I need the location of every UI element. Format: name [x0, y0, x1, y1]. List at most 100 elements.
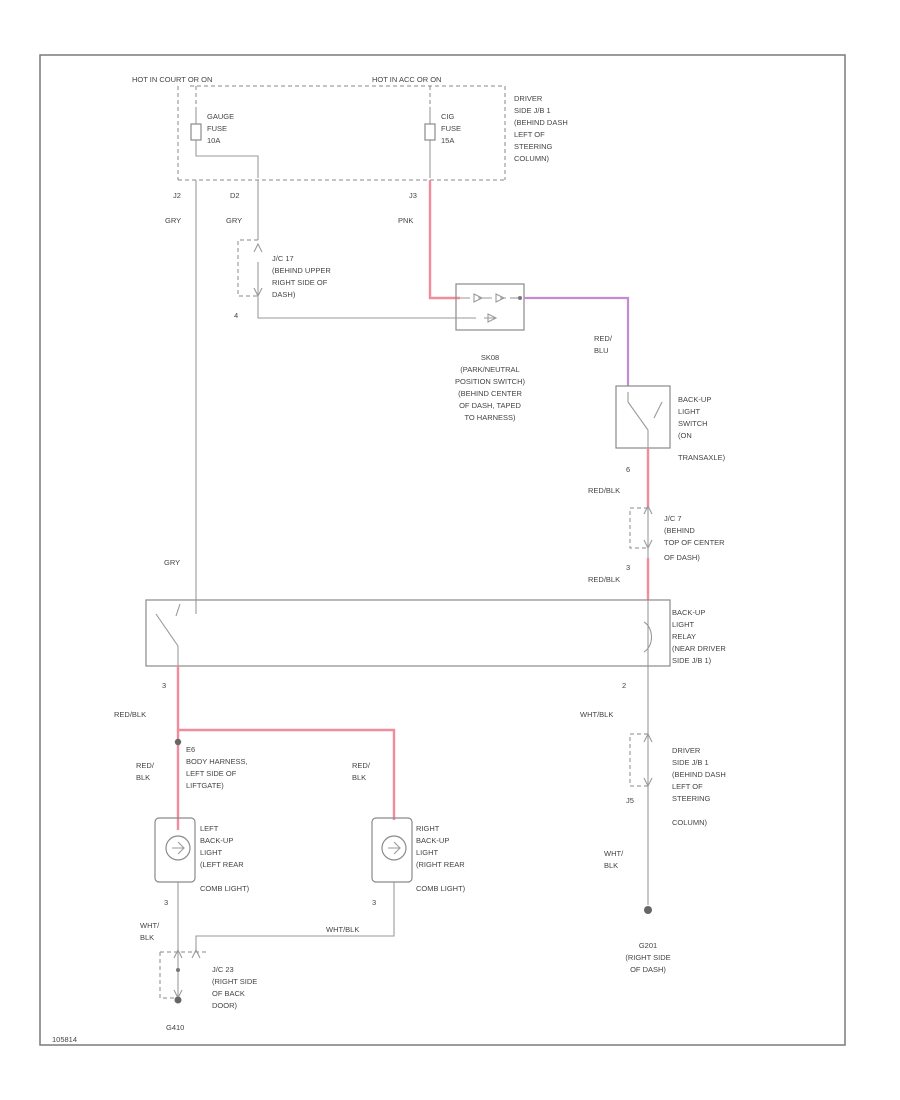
backup-switch-line1: BACK-UP — [678, 395, 711, 404]
wire-red-blk-1: RED/BLK — [588, 486, 620, 495]
jb1-right-line6: COLUMN) — [672, 818, 708, 827]
left-lamp-pin: 3 — [164, 898, 168, 907]
wire-wht-blk-2b: BLK — [604, 861, 618, 870]
park-neutral-switch: SK08 (PARK/NEUTRAL POSITION SWITCH) (BEH… — [448, 283, 526, 422]
park-switch-line1: SK08 — [481, 353, 499, 362]
wire-left-red-blk-2: BLK — [136, 773, 150, 782]
left-lamp-wire-1: WHT/ — [140, 921, 160, 930]
park-switch-line5: OF DASH, TAPED — [459, 401, 521, 410]
wire-red-blu-line1: RED/ — [594, 334, 613, 343]
jc23-line2: (RIGHT SIDE — [212, 977, 257, 986]
jb1-top-line1: DRIVER — [514, 94, 543, 103]
relay-pin-right: 2 — [622, 681, 626, 690]
relay-line3: RELAY — [672, 632, 696, 641]
cig-fuse-line1: CIG — [441, 112, 455, 121]
jb1-top-line5: STEERING — [514, 142, 553, 151]
jc7-line3: TOP OF CENTER — [664, 538, 725, 547]
jc7-line4: OF DASH) — [664, 553, 700, 562]
gauge-fuse-line3: 10A — [207, 136, 220, 145]
backup-switch-line3: SWITCH — [678, 419, 708, 428]
wire-wht-blk-2a: WHT/ — [604, 849, 624, 858]
backup-switch-line4: (ON — [678, 431, 692, 440]
park-switch-line4: (BEHIND CENTER — [458, 389, 522, 398]
backup-switch-line5: TRANSAXLE) — [678, 453, 726, 462]
left-backup-light: LEFT BACK-UP LIGHT (LEFT REAR COMB LIGHT… — [140, 817, 250, 950]
relay-line1: BACK-UP — [672, 608, 705, 617]
wire-red-blk-2: RED/BLK — [588, 575, 620, 584]
wire-gry-2: GRY — [226, 216, 242, 225]
wire-pnk-line — [428, 180, 460, 300]
gauge-fuse-line2: FUSE — [207, 124, 227, 133]
jc23-line1: J/C 23 — [212, 965, 234, 974]
jb1-right-line2: SIDE J/B 1 — [672, 758, 709, 767]
splice-e6-line2: BODY HARNESS, — [186, 757, 248, 766]
backup-switch-line2: LIGHT — [678, 407, 701, 416]
wire-left-red-blk-1: RED/ — [136, 761, 155, 770]
wire-right-red-blk-1: RED/ — [352, 761, 371, 770]
wire-right-red-blk-2: BLK — [352, 773, 366, 782]
cig-fuse-line2: FUSE — [441, 124, 461, 133]
jb1-top-line2: SIDE J/B 1 — [514, 106, 551, 115]
jb1-right-line1: DRIVER — [672, 746, 701, 755]
left-lamp-wire-2: BLK — [140, 933, 154, 942]
right-lamp-wire: WHT/BLK — [326, 925, 359, 934]
park-switch-line2: (PARK/NEUTRAL — [460, 365, 519, 374]
jb1-top-line3: (BEHIND DASH — [514, 118, 568, 127]
jb1-right-line5: STEERING — [672, 794, 711, 803]
relay-pin-left: 3 — [162, 681, 166, 690]
g201-line2: OF DASH) — [630, 965, 666, 974]
jb1-right-line4: LEFT OF — [672, 782, 703, 791]
right-lamp-line5: COMB LIGHT) — [416, 884, 466, 893]
right-backup-light: RIGHT BACK-UP LIGHT (RIGHT REAR COMB LIG… — [195, 817, 466, 952]
right-lamp-line1: RIGHT — [416, 824, 440, 833]
right-lamp-line2: BACK-UP — [416, 836, 449, 845]
pin-j5: J5 — [626, 796, 634, 805]
hot-label-right: HOT IN ACC OR ON — [372, 75, 441, 84]
ground-g201: G201 — [639, 941, 657, 950]
g201-line1: (RIGHT SIDE — [625, 953, 670, 962]
wire-wht-blk-right: WHT/BLK — [580, 710, 613, 719]
wire-gry-1: GRY — [165, 216, 181, 225]
backup-switch-pin: 6 — [626, 465, 630, 474]
relay-line4: (NEAR DRIVER — [672, 644, 726, 653]
left-lamp-line3: LIGHT — [200, 848, 223, 857]
jc23-line4: DOOR) — [212, 1001, 238, 1010]
pin-j2: J2 — [173, 191, 181, 200]
ground-g410: G410 — [166, 1023, 184, 1032]
diagram-frame — [39, 54, 846, 1046]
jb1-top-line4: LEFT OF — [514, 130, 545, 139]
pin-j3: J3 — [409, 191, 417, 200]
right-lamp-line3: LIGHT — [416, 848, 439, 857]
diagram-code: 105814 — [52, 1035, 77, 1044]
cig-fuse-line3: 15A — [441, 136, 454, 145]
junction-jc23: J/C 23 (RIGHT SIDE OF BACK DOOR) G410 — [159, 948, 257, 1032]
park-switch-line3: POSITION SWITCH) — [455, 377, 526, 386]
backup-light-switch: RED/ BLU BACK-UP LIGHT SWITCH (ON TRANSA… — [588, 334, 726, 495]
junction-jc17: J/C 17 (BEHIND UPPER RIGHT SIDE OF DASH)… — [234, 180, 448, 320]
pin-d2: D2 — [230, 191, 240, 200]
junction-block-top: HOT IN COURT OR ON HOT IN ACC OR ON GAUG… — [132, 75, 568, 225]
wire-pnk: PNK — [398, 216, 413, 225]
wire-red-blk-left: RED/BLK — [114, 710, 146, 719]
relay-line5: SIDE J/B 1) — [672, 656, 712, 665]
junction-jc7: J/C 7 (BEHIND TOP OF CENTER OF DASH) 3 R… — [588, 504, 725, 584]
right-ground-column: WHT/BLK DRIVER SIDE J/B 1 (BEHIND DASH L… — [580, 666, 726, 974]
jb1-top-line6: COLUMN) — [514, 154, 550, 163]
left-lamp-line5: COMB LIGHT) — [200, 884, 250, 893]
jc17-line3: RIGHT SIDE OF — [272, 278, 328, 287]
jc17-pin: 4 — [234, 311, 238, 320]
left-lamp-line4: (LEFT REAR — [200, 860, 244, 869]
jc7-line1: J/C 7 — [664, 514, 682, 523]
splice-e6-line3: LEFT SIDE OF — [186, 769, 237, 778]
jc17-line1: J/C 17 — [272, 254, 294, 263]
wire-red-blu — [524, 296, 630, 386]
jc17-line4: DASH) — [272, 290, 296, 299]
splice-e6-line1: E6 — [186, 745, 195, 754]
hot-label-left: HOT IN COURT OR ON — [132, 75, 212, 84]
jb1-right-line3: (BEHIND DASH — [672, 770, 726, 779]
jc23-line3: OF BACK — [212, 989, 245, 998]
gauge-fuse-line1: GAUGE — [207, 112, 234, 121]
left-branch: RED/BLK E6 BODY HARNESS, LEFT SIDE OF LI… — [114, 666, 396, 830]
jc7-line2: (BEHIND — [664, 526, 695, 535]
relay-wire-gry: GRY — [164, 558, 180, 567]
